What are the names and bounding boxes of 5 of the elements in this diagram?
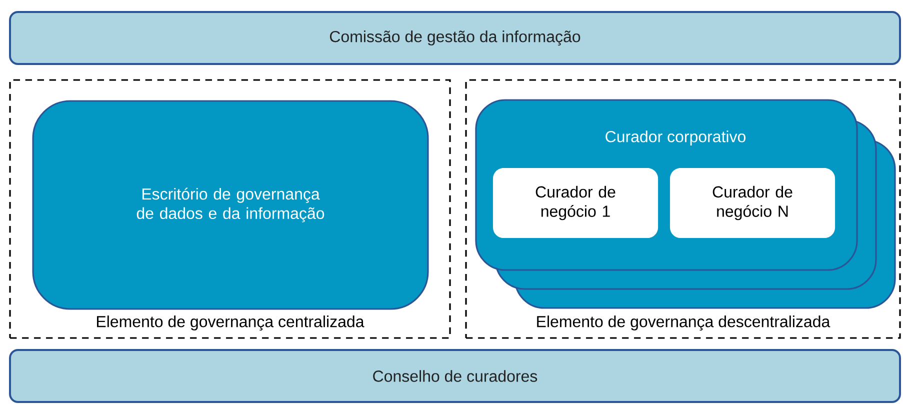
curator-box: Curador de negócio N bbox=[670, 168, 836, 238]
band-box: Conselho de curadores bbox=[9, 349, 901, 403]
curator-box: Curador de negócio 1 bbox=[492, 168, 658, 238]
band-box: Comissão de gestão da informação bbox=[9, 11, 901, 65]
office-box: Escritório de governança de dados e da informação bbox=[32, 100, 429, 310]
